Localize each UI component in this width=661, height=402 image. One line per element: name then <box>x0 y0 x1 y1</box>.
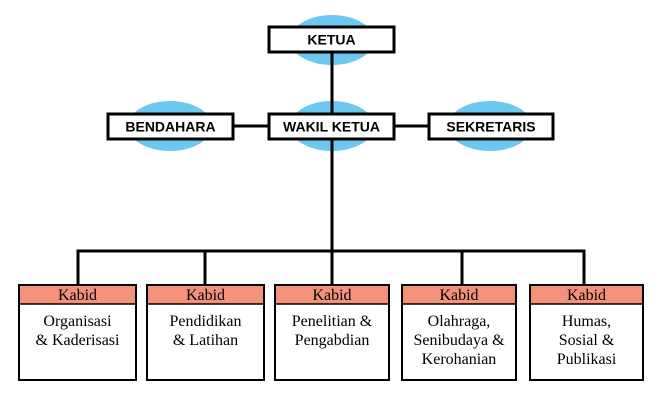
node-bendahara-box <box>106 112 235 141</box>
division-4-line-1: Olahraga, <box>428 313 491 330</box>
division-4-header: Kabid <box>439 287 478 304</box>
division-penelitian: Kabid Penelitian & Pengabdian <box>274 284 390 381</box>
node-wakil-ketua-box <box>267 112 396 141</box>
division-3-frame <box>274 284 390 381</box>
division-4-frame <box>401 284 517 381</box>
division-1-frame <box>18 284 137 381</box>
division-5-header: Kabid <box>567 287 606 304</box>
node-wakil-ketua-label: WAKIL KETUA <box>283 119 380 135</box>
division-5-line-3: Publikasi <box>557 351 617 368</box>
division-2-header-bg <box>147 285 264 304</box>
division-4-header-bg <box>402 285 516 304</box>
division-4-line-3: Kerohanian <box>422 351 497 368</box>
division-1-header-bg <box>19 285 136 304</box>
node-bendahara-label: BENDAHARA <box>125 119 215 135</box>
node-ketua-box <box>267 25 396 54</box>
node-ketua-label: KETUA <box>307 32 355 48</box>
node-wakil-ketua: WAKIL KETUA <box>267 112 396 141</box>
division-5-line-2: Sosial & <box>559 332 615 349</box>
division-1-line-1: Organisasi <box>43 313 112 330</box>
division-3-line-1: Penelitian & <box>292 313 373 330</box>
division-1-line-2: & Kaderisasi <box>36 332 121 349</box>
division-4-line-2: Senibudaya & <box>413 332 505 349</box>
node-sekretaris-box <box>427 112 555 141</box>
division-3-line-2: Pengabdian <box>295 332 370 349</box>
division-5-frame <box>529 284 644 381</box>
division-organisasi: Kabid Organisasi & Kaderisasi <box>18 284 137 381</box>
division-2-line-1: Pendidikan <box>170 313 242 330</box>
node-bendahara: BENDAHARA <box>106 112 235 141</box>
top-boxes: KETUA WAKIL KETUA BENDAHARA SEKRETARIS <box>106 25 555 141</box>
division-3-header: Kabid <box>312 287 351 304</box>
connectors <box>76 52 586 285</box>
division-2-line-2: & Latihan <box>173 332 238 349</box>
division-olahraga: Kabid Olahraga, Senibudaya & Kerohanian <box>401 284 517 381</box>
node-sekretaris: SEKRETARIS <box>427 112 555 141</box>
node-ketua: KETUA <box>267 25 396 54</box>
division-5-line-1: Humas, <box>562 313 611 330</box>
division-2-frame <box>146 284 265 381</box>
division-1-header: Kabid <box>58 287 97 304</box>
division-2-header: Kabid <box>186 287 225 304</box>
node-sekretaris-label: SEKRETARIS <box>446 119 535 135</box>
division-3-header-bg <box>275 285 389 304</box>
division-pendidikan: Kabid Pendidikan & Latihan <box>146 284 265 381</box>
division-5-header-bg <box>530 285 643 304</box>
division-humas: Kabid Humas, Sosial & Publikasi <box>529 284 644 381</box>
